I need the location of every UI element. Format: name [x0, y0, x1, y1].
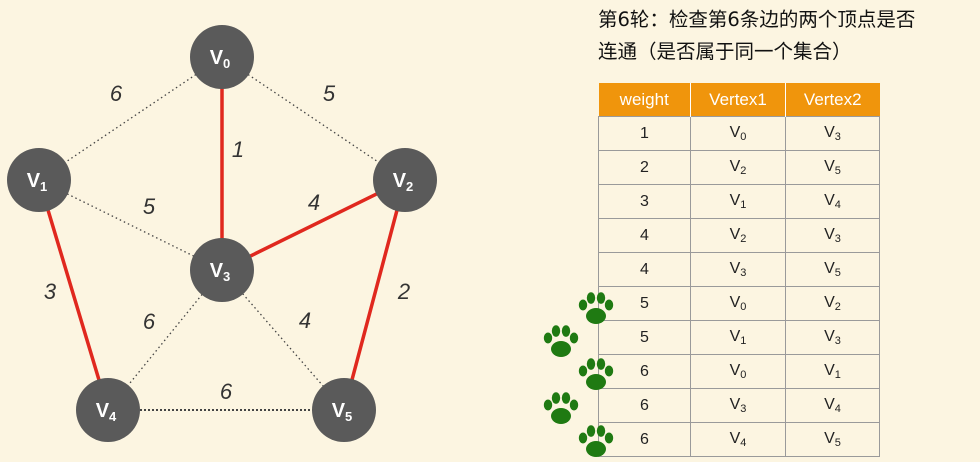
weight-cell: 4 [598, 252, 691, 287]
edge-weight-label: 6 [143, 309, 156, 334]
edge-v0-v1 [38, 56, 223, 181]
edge-v0-v2 [221, 56, 406, 181]
round-caption: 第6轮：检查第6条边的两个顶点是否 连通（是否属于同一个集合） [598, 4, 980, 68]
vertex1-cell: V0 [690, 286, 786, 321]
vertex-v4: V4 [76, 378, 140, 442]
weight-cell: 6 [598, 388, 691, 423]
paw-print-icon [543, 392, 579, 424]
vertex1-cell: V2 [690, 218, 786, 253]
vertex-circle [190, 238, 254, 302]
vertex-circle [76, 378, 140, 442]
vertex1-cell: V0 [690, 354, 786, 389]
edge-weight-label: 2 [397, 279, 410, 304]
vertex-v0: V0 [190, 25, 254, 89]
edge-weight-label: 4 [308, 190, 320, 215]
caption-line-1: 第6轮：检查第6条边的两个顶点是否 [598, 8, 916, 31]
vertex-v5: V5 [312, 378, 376, 442]
edge-v1-v4 [37, 179, 110, 411]
vertex1-cell: V1 [690, 320, 786, 355]
edge-weight-label: 1 [232, 137, 244, 162]
caption-line-2: 连通（是否属于同一个集合） [598, 40, 852, 63]
edge-v2-v3 [221, 178, 406, 272]
edge-v3-v4 [107, 269, 223, 411]
weight-cell: 4 [598, 218, 691, 253]
edge-weight-label: 5 [143, 194, 156, 219]
vertex1-cell: V3 [690, 252, 786, 287]
vertex2-cell: V3 [785, 116, 880, 151]
weight-cell: 5 [598, 286, 691, 321]
paw-print-icon [578, 425, 614, 457]
vertex-circle [190, 25, 254, 89]
edge-weight-label: 6 [220, 379, 233, 404]
vertex2-cell: V5 [785, 422, 880, 457]
vertex1-cell: V3 [690, 388, 786, 423]
vertex-v3: V3 [190, 238, 254, 302]
vertex2-cell: V5 [785, 150, 880, 185]
weight-cell: 2 [598, 150, 691, 185]
edge-weight-label: 5 [323, 81, 336, 106]
paw-print-icon [578, 358, 614, 390]
edges-layer: 1 2 3 4 4 5 5 6 6 6 [37, 56, 410, 411]
vertex-v2: V2 [373, 148, 437, 212]
weight-cell: 1 [598, 116, 691, 151]
vertex2-cell: V5 [785, 252, 880, 287]
vertex1-cell: V0 [690, 116, 786, 151]
vertex1-cell: V4 [690, 422, 786, 457]
vertex-circle [312, 378, 376, 442]
weight-cell: 5 [598, 320, 691, 355]
vertex-circle [373, 148, 437, 212]
edge-weight-label: 3 [44, 279, 57, 304]
vertex2-cell: V3 [785, 320, 880, 355]
paw-print-icon [578, 292, 614, 324]
column-header-vertex1: Vertex1 [690, 83, 786, 117]
vertex2-cell: V4 [785, 184, 880, 219]
edge-weight-label: 4 [299, 308, 311, 333]
edge-v2-v5 [342, 179, 407, 411]
table-header-row: weight Vertex1 Vertex2 [598, 83, 880, 117]
vertex-v1: V1 [7, 148, 71, 212]
paw-print-icon [543, 325, 579, 357]
edge-weight-label: 6 [110, 81, 123, 106]
vertex2-cell: V3 [785, 218, 880, 253]
vertex2-cell: V1 [785, 354, 880, 389]
vertex-circle [7, 148, 71, 212]
column-header-vertex2: Vertex2 [785, 83, 880, 117]
vertex2-cell: V2 [785, 286, 880, 321]
vertex1-cell: V1 [690, 184, 786, 219]
column-header-weight: weight [598, 83, 691, 117]
vertex1-cell: V2 [690, 150, 786, 185]
weight-cell: 3 [598, 184, 691, 219]
vertex2-cell: V4 [785, 388, 880, 423]
